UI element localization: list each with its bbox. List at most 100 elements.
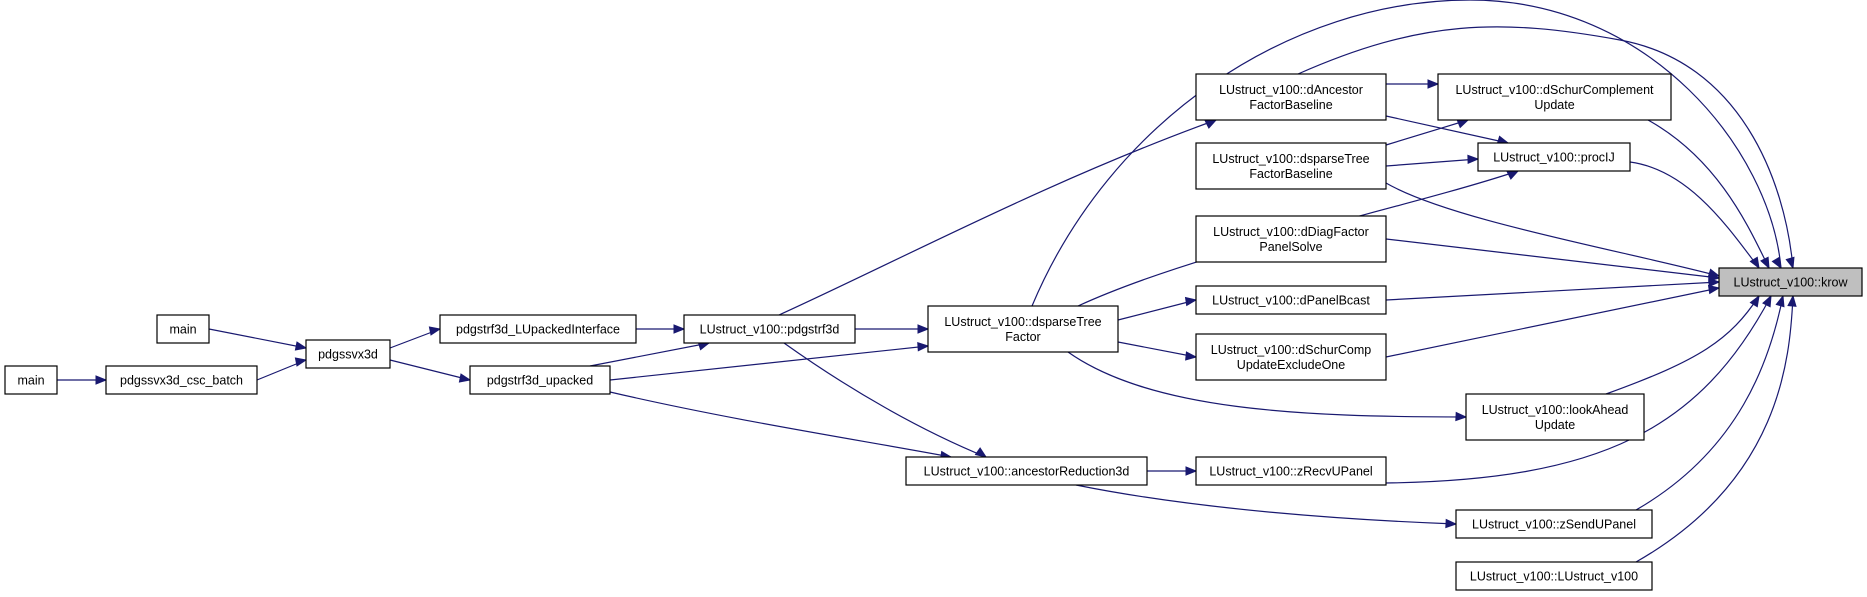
node-box (1465, 393, 1645, 441)
node-ancestorReduction3d[interactable]: LUstruct_v100::ancestorReduction3d (905, 456, 1148, 486)
edge-ancestorReduction3d-to-zRecvUPanel (1147, 466, 1198, 476)
arrowhead (1467, 154, 1480, 165)
edge-upacked-to-ancestorReduction3d (609, 391, 953, 461)
node-box (683, 314, 856, 344)
arrowhead (1456, 119, 1470, 129)
node-main1[interactable]: main (156, 314, 210, 344)
edge-line (1385, 281, 1720, 301)
edge-dSchurCompUpdateExcludeOne-to-krow (1385, 284, 1721, 358)
node-label: LUstruct_v100::dSchurComplement (1455, 83, 1654, 97)
edge-upacked-to-pdgstrf3d (589, 341, 711, 367)
edge-line (609, 391, 952, 458)
node-box (305, 339, 391, 369)
edge-line (1385, 287, 1720, 358)
node-label: Factor (1005, 330, 1040, 344)
edge-line (1031, 0, 1782, 307)
edge-upacked-to-dsparseTreeFactor (609, 342, 930, 381)
node-label: PanelSolve (1259, 240, 1322, 254)
node-label: LUstruct_v100::zSendUPanel (1472, 518, 1636, 532)
node-box (1718, 267, 1863, 297)
edge-line (1385, 182, 1720, 277)
node-label: LUstruct_v100::zRecvUPanel (1209, 465, 1372, 479)
edge-dPanelBcast-to-krow (1385, 277, 1721, 301)
node-label: LUstruct_v100::LUstruct_v100 (1470, 570, 1638, 584)
node-LUpackedIntf[interactable]: pdgstrf3d_LUpackedInterface (439, 314, 637, 344)
node-label: LUstruct_v100::dAncestor (1219, 83, 1363, 97)
node-label: Update (1534, 98, 1574, 112)
edge-csc_batch-to-pdgssvx3d (256, 357, 308, 381)
arrowhead (673, 324, 686, 334)
arrowhead (1749, 294, 1760, 308)
node-procIJ[interactable]: LUstruct_v100::procIJ (1477, 142, 1631, 172)
edge-pdgssvx3d-to-LUpackedIntf (389, 326, 442, 349)
node-box (927, 305, 1119, 353)
edge-zSendUPanel-to-krow (1635, 294, 1785, 511)
edges-layer (57, 0, 1797, 563)
node-label: LUstruct_v100::pdgstrf3d (700, 323, 840, 337)
edge-line (1635, 295, 1794, 563)
node-box (1195, 73, 1387, 121)
edge-dDiagFactorPanelSolve-to-krow (1385, 238, 1721, 282)
node-label: pdgstrf3d_LUpackedInterface (456, 323, 620, 337)
edge-line (1629, 161, 1760, 269)
arrowhead (1771, 256, 1782, 270)
arrowhead (1506, 170, 1520, 180)
node-pdgssvx3d[interactable]: pdgssvx3d (305, 339, 391, 369)
arrowhead (1785, 256, 1795, 270)
node-box (1195, 285, 1387, 315)
node-csc_batch[interactable]: pdgssvx3d_csc_batch (105, 365, 258, 395)
node-main2[interactable]: main (4, 365, 58, 395)
edge-line (1075, 484, 1457, 525)
edge-line (1067, 351, 1467, 418)
node-label: LUstruct_v100::dsparseTree (944, 315, 1101, 329)
edge-procIJ-to-krow (1629, 161, 1760, 270)
edge-main2-to-csc_batch (57, 375, 108, 385)
edge-dsparseTreeFactor-to-krow (1031, 0, 1782, 307)
node-label: main (169, 323, 196, 337)
node-upacked[interactable]: pdgstrf3d_upacked (469, 365, 611, 395)
edge-dAncestorFactorBaseline-to-krow (1297, 26, 1795, 270)
node-box (1195, 333, 1387, 381)
edge-line (1385, 115, 1509, 144)
node-box (4, 365, 58, 395)
nodes-layer: main main pdgssvx3d pdgssvx3d_csc_batch pdgs… (4, 73, 1863, 591)
node-dSchurCompUpdateExcludeOne[interactable]: LUstruct_v100::dSchurCompUpdateExcludeOn… (1195, 333, 1387, 381)
edge-pdgstrf3d-to-ancestorReduction3d (783, 342, 988, 458)
node-zSendUPanel[interactable]: LUstruct_v100::zSendUPanel (1455, 509, 1653, 539)
arrowhead (1455, 411, 1468, 422)
node-ctor[interactable]: LUstruct_v100::LUstruct_v100 (1455, 561, 1653, 591)
node-box (156, 314, 210, 344)
edge-dsparseTreeFactorBaseline-to-dSchurComplementUpdate (1385, 119, 1470, 146)
node-zRecvUPanel[interactable]: LUstruct_v100::zRecvUPanel (1195, 456, 1387, 486)
node-label: FactorBaseline (1249, 98, 1332, 112)
arrowhead (1775, 294, 1785, 308)
edge-ancestorReduction3d-to-zSendUPanel (1075, 484, 1458, 529)
node-pdgstrf3d[interactable]: LUstruct_v100::pdgstrf3d (683, 314, 856, 344)
node-box (469, 365, 611, 395)
edge-dsparseTreeFactor-to-dSchurCompUpdateExcludeOne (1117, 341, 1198, 361)
arrowhead (1185, 466, 1198, 476)
arrowhead (1204, 119, 1218, 129)
edge-ctor-to-krow (1635, 294, 1797, 563)
node-label: UpdateExcludeOne (1237, 358, 1345, 372)
arrowhead (1760, 256, 1770, 270)
node-box (1455, 509, 1653, 539)
node-dPanelBcast[interactable]: LUstruct_v100::dPanelBcast (1195, 285, 1387, 315)
arrowhead (917, 324, 930, 334)
edge-pdgstrf3d-to-dAncestorFactorBaseline (778, 119, 1218, 316)
arrowhead (1427, 79, 1440, 89)
edge-pdgssvx3d-to-upacked (389, 359, 472, 383)
edge-line (1385, 158, 1479, 167)
node-box (1195, 142, 1387, 190)
node-label: LUstruct_v100::dsparseTree (1212, 152, 1369, 166)
edge-line (609, 345, 929, 381)
node-box (1437, 73, 1672, 121)
edge-dAncestorFactorBaseline-to-dSchurComplementUpdate (1386, 79, 1440, 89)
edge-line (1635, 295, 1784, 511)
